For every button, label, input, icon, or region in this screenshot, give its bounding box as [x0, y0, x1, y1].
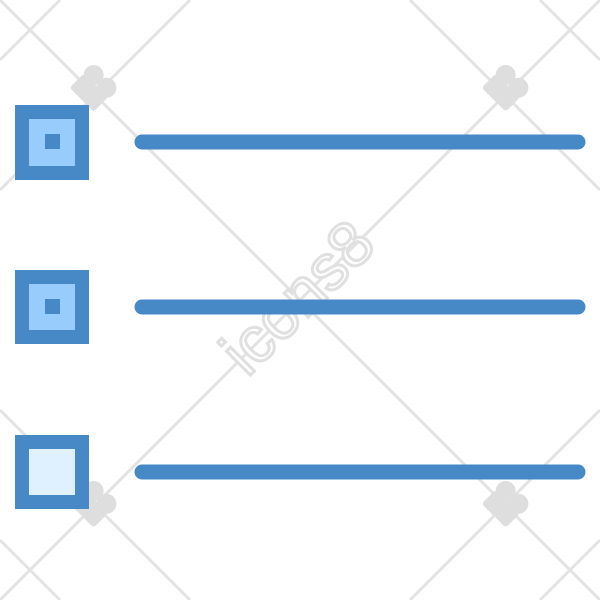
list-item — [15, 105, 586, 180]
watermark-logo-marks — [70, 65, 529, 527]
checkbox-dot-icon — [45, 299, 60, 314]
checkbox-dot-icon — [45, 134, 60, 149]
list-item — [15, 435, 586, 509]
checkbox-empty-icon — [15, 435, 89, 509]
list-item — [15, 270, 586, 344]
